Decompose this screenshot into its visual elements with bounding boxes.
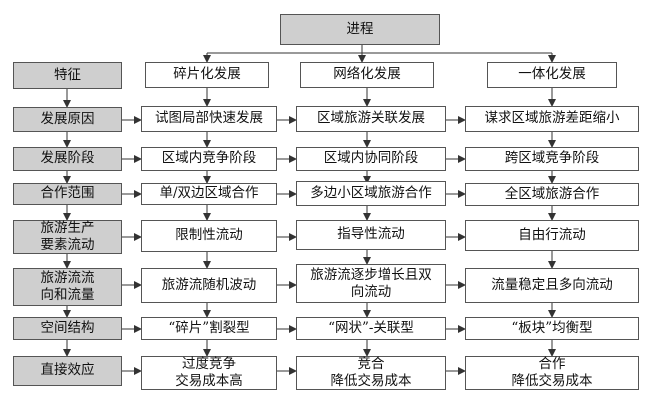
networked-cell: 竞合 降低交易成本	[296, 356, 446, 390]
fragmented-cell: 单/双边区域合作	[141, 183, 277, 205]
networked-header: 网络化发展	[300, 62, 434, 88]
networked-cell: 旅游流逐步增长且双 向流动	[296, 264, 446, 303]
integrated-cell: 自由行流动	[465, 220, 639, 251]
fragmented-cell: 旅游流随机波动	[141, 268, 277, 303]
fragmented-cell: 试图局部快速发展	[141, 106, 277, 132]
integrated-cell: “板块”均衡型	[465, 317, 639, 340]
fragmented-cell: 区域内竞争阶段	[141, 147, 277, 171]
integrated-header: 一体化发展	[487, 62, 617, 88]
integrated-cell: 全区域旅游合作	[465, 183, 639, 206]
fragmented-cell: 过度竞争 交易成本高	[141, 356, 277, 390]
feature-header: 特征	[13, 62, 122, 89]
integrated-cell: 合作 降低交易成本	[465, 356, 639, 390]
networked-cell: “网状”-关联型	[296, 317, 446, 340]
feature-label: 合作范围	[13, 183, 122, 205]
integrated-cell: 流量稳定且多向流动	[465, 268, 639, 303]
fragmented-cell: “碎片”割裂型	[141, 317, 277, 340]
feature-label: 发展阶段	[13, 147, 122, 171]
feature-label: 空间结构	[13, 317, 122, 340]
feature-label: 旅游流流 向和流量	[13, 268, 122, 306]
networked-cell: 区域旅游关联发展	[296, 106, 446, 132]
integrated-cell: 谋求区域旅游差距缩小	[465, 106, 639, 132]
networked-cell: 区域内协同阶段	[296, 147, 446, 171]
integrated-cell: 跨区域竞争阶段	[465, 147, 639, 171]
process-title-box: 进程	[280, 14, 440, 45]
networked-cell: 指导性流动	[296, 220, 446, 250]
fragmented-cell: 限制性流动	[141, 220, 277, 252]
feature-label: 直接效应	[13, 356, 122, 386]
fragmented-header: 碎片化发展	[145, 62, 269, 88]
networked-cell: 多边小区域旅游合作	[296, 181, 446, 206]
feature-label: 旅游生产 要素流动	[13, 220, 122, 254]
feature-label: 发展原因	[13, 107, 122, 132]
